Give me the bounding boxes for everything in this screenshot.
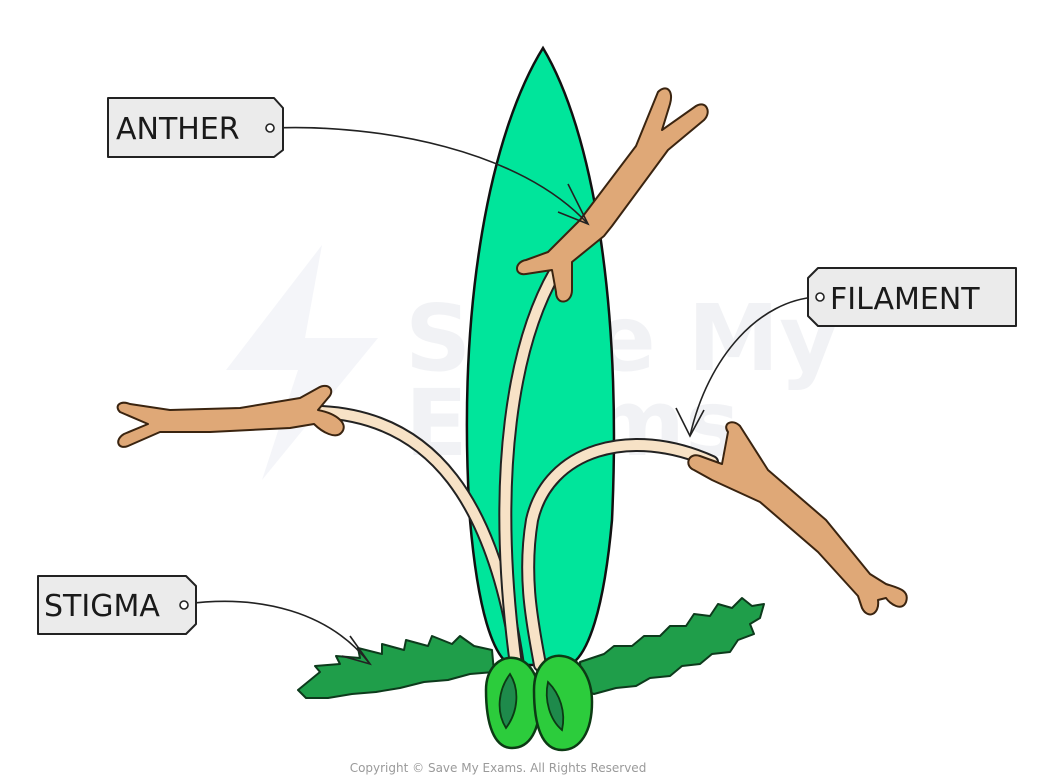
stigma-arrowhead <box>341 635 372 666</box>
anther-right <box>687 421 908 616</box>
anther-tag: ANTHER <box>107 97 284 158</box>
anther-left <box>116 384 345 448</box>
stigma-tag: STIGMA <box>37 575 197 635</box>
anther-leader <box>273 126 589 225</box>
filament-leader <box>689 296 818 437</box>
tag-hole-icon <box>815 292 825 302</box>
stigma-label: STIGMA <box>44 589 160 624</box>
stigma-left <box>297 635 495 699</box>
tag-hole-icon <box>179 600 189 610</box>
anther-label: ANTHER <box>116 112 240 147</box>
ovary-left <box>484 656 542 750</box>
filament-label: FILAMENT <box>830 282 980 317</box>
anther-top <box>516 87 709 303</box>
tag-hole-icon <box>265 123 275 133</box>
copyright-notice: Copyright © Save My Exams. All Rights Re… <box>350 761 647 775</box>
stigma-right <box>579 597 765 695</box>
bract <box>465 45 616 667</box>
ovary-right <box>532 654 594 752</box>
watermark-bolt-icon <box>226 245 378 480</box>
anther-arrowhead <box>557 183 590 226</box>
stigma-leader <box>185 600 371 665</box>
leader-lines <box>185 126 818 666</box>
filament-tag: FILAMENT <box>807 267 1017 327</box>
filament-arrowhead <box>675 407 705 438</box>
filaments <box>315 265 719 672</box>
